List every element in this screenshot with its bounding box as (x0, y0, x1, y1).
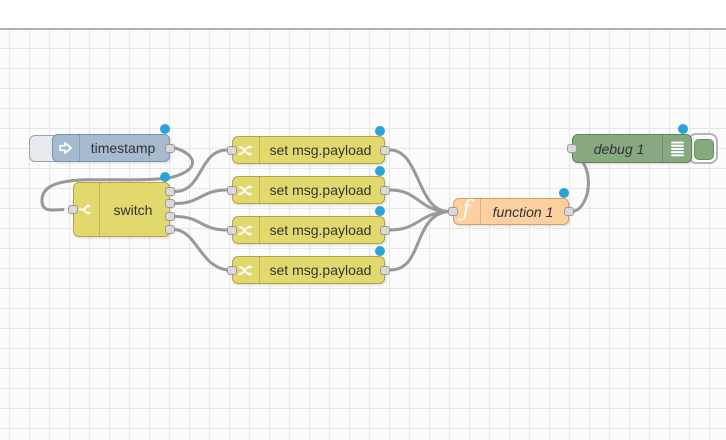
node-label: set msg.payload (269, 222, 372, 238)
wire-timestamp-to-switch[interactable] (40, 146, 194, 212)
debug-toggle-indicator (694, 139, 714, 160)
input-port[interactable] (227, 145, 237, 155)
output-port[interactable] (165, 143, 175, 153)
node-body (453, 198, 569, 225)
output-port-1[interactable] (165, 187, 175, 196)
input-port[interactable] (227, 265, 237, 275)
output-port-2[interactable] (165, 199, 175, 208)
output-port[interactable] (380, 225, 390, 235)
input-port[interactable] (227, 185, 237, 195)
node-change-4[interactable]: set msg.payload (227, 246, 390, 284)
changed-indicator (160, 124, 170, 134)
changed-indicator (160, 172, 170, 182)
change-icon (232, 256, 260, 284)
node-inject-timestamp[interactable]: timestamp (29, 124, 175, 162)
input-port[interactable] (227, 225, 237, 235)
node-change-3[interactable]: set msg.payload (227, 206, 390, 244)
wire-switch-out3-to-change3[interactable] (173, 215, 229, 232)
changed-indicator (559, 188, 569, 198)
node-debug-1[interactable]: debug 1 (567, 124, 718, 164)
wire-switch-out2-to-change2[interactable] (173, 188, 229, 205)
debug-toggle-button[interactable] (688, 133, 718, 164)
wire-change4-to-function[interactable] (388, 210, 450, 272)
node-body (52, 134, 170, 162)
workspace-top-strip (0, 0, 726, 30)
node-label: timestamp (90, 140, 156, 156)
changed-indicator (375, 206, 385, 216)
node-body (232, 216, 385, 244)
output-port[interactable] (380, 185, 390, 195)
node-label: switch (113, 201, 153, 218)
change-icon (232, 176, 260, 204)
output-port[interactable] (380, 145, 390, 155)
node-change-1[interactable]: set msg.payload (227, 126, 390, 164)
changed-indicator (375, 126, 385, 136)
node-body (232, 176, 385, 204)
output-port-3[interactable] (165, 212, 175, 221)
node-label: set msg.payload (269, 182, 372, 198)
wire-switch-out4-to-change4[interactable] (173, 228, 229, 272)
changed-indicator (678, 124, 688, 134)
node-function-1[interactable]: ƒ function 1 (448, 188, 574, 225)
output-port[interactable] (380, 265, 390, 275)
node-body (232, 256, 385, 284)
node-change-2[interactable]: set msg.payload (227, 166, 390, 204)
node-label: set msg.payload (269, 142, 372, 158)
node-label: debug 1 (593, 140, 645, 157)
changed-indicator (375, 246, 385, 256)
debug-icon (662, 134, 692, 163)
input-port[interactable] (567, 144, 577, 153)
node-label: function 1 (492, 203, 554, 220)
output-port-4[interactable] (165, 225, 175, 234)
change-icon (232, 136, 260, 164)
changed-indicator (375, 166, 385, 176)
wire-switch-out1-to-change1[interactable] (173, 148, 229, 193)
function-icon: ƒ (453, 198, 481, 225)
output-port[interactable] (564, 207, 574, 216)
node-label: set msg.payload (269, 262, 372, 278)
input-port[interactable] (448, 207, 458, 216)
change-icon (232, 216, 260, 244)
inject-icon (52, 134, 80, 162)
input-port[interactable] (68, 205, 78, 214)
node-switch[interactable]: switch (68, 172, 175, 237)
switch-icon (73, 182, 100, 237)
